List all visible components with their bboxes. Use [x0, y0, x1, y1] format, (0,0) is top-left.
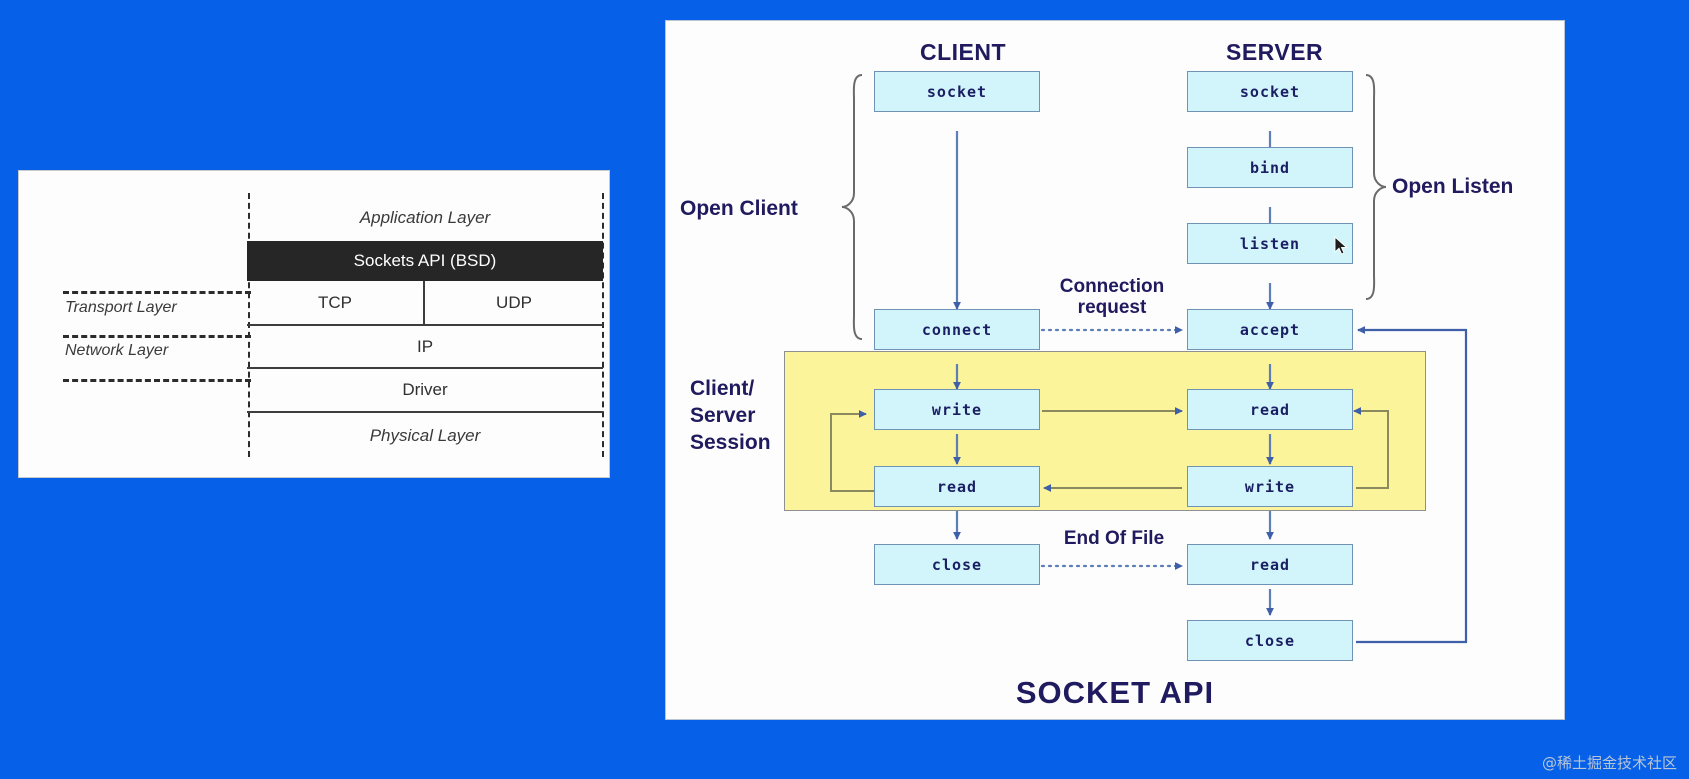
label-end-of-file: End Of File: [1063, 528, 1165, 549]
protocol-stack-panel: Transport Layer Network Layer Applicatio…: [18, 170, 610, 478]
node-server-read-1[interactable]: read: [1187, 389, 1353, 430]
stack-cell-udp: UDP: [496, 292, 532, 312]
node-client-socket[interactable]: socket: [874, 71, 1040, 112]
node-client-write[interactable]: write: [874, 389, 1040, 430]
stack-dash-network-bottom: [63, 379, 251, 382]
node-client-close[interactable]: close: [874, 544, 1040, 585]
stack-rail-right: [602, 193, 604, 457]
node-server-listen[interactable]: listen: [1187, 223, 1353, 264]
stack-dash-transport-top: [63, 291, 251, 294]
stack-cell-tcp: TCP: [247, 281, 425, 324]
flow-diagram-title: SOCKET API: [1015, 675, 1215, 710]
label-connection-request: Connection request: [1059, 276, 1165, 318]
stack-side-label-network: Network Layer: [65, 342, 169, 359]
label-client-server-session: Client/ Server Session: [690, 377, 771, 454]
label-open-client: Open Client: [680, 197, 798, 220]
stack-cell-physical-layer: Physical Layer: [247, 411, 603, 459]
label-open-listen: Open Listen: [1392, 175, 1514, 198]
mouse-cursor-icon: [1334, 236, 1348, 255]
watermark-text: @稀土掘金技术社区: [1541, 754, 1677, 772]
stack-side-label-transport: Transport Layer: [65, 299, 177, 316]
column-title-server: SERVER: [1226, 39, 1324, 65]
column-title-client: CLIENT: [920, 39, 1007, 65]
stack-grid: Application Layer Sockets API (BSD) TCP …: [247, 195, 603, 459]
node-client-read[interactable]: read: [874, 466, 1040, 507]
socket-api-flow-panel: CLIENT SERVER: [665, 20, 1565, 720]
stack-dash-transport-bottom: [63, 335, 251, 338]
node-server-bind[interactable]: bind: [1187, 147, 1353, 188]
stack-cell-driver: Driver: [247, 367, 603, 411]
stack-row-transport: TCP UDP: [247, 281, 603, 324]
node-server-write[interactable]: write: [1187, 466, 1353, 507]
stack-cell-application-layer: Application Layer: [359, 208, 491, 227]
stack-cell-sockets-api: Sockets API (BSD): [247, 241, 603, 281]
node-client-connect[interactable]: connect: [874, 309, 1040, 350]
node-server-accept[interactable]: accept: [1187, 309, 1353, 350]
node-server-socket[interactable]: socket: [1187, 71, 1353, 112]
node-server-close[interactable]: close: [1187, 620, 1353, 661]
node-server-read-2[interactable]: read: [1187, 544, 1353, 585]
stack-cell-ip: IP: [247, 324, 603, 367]
